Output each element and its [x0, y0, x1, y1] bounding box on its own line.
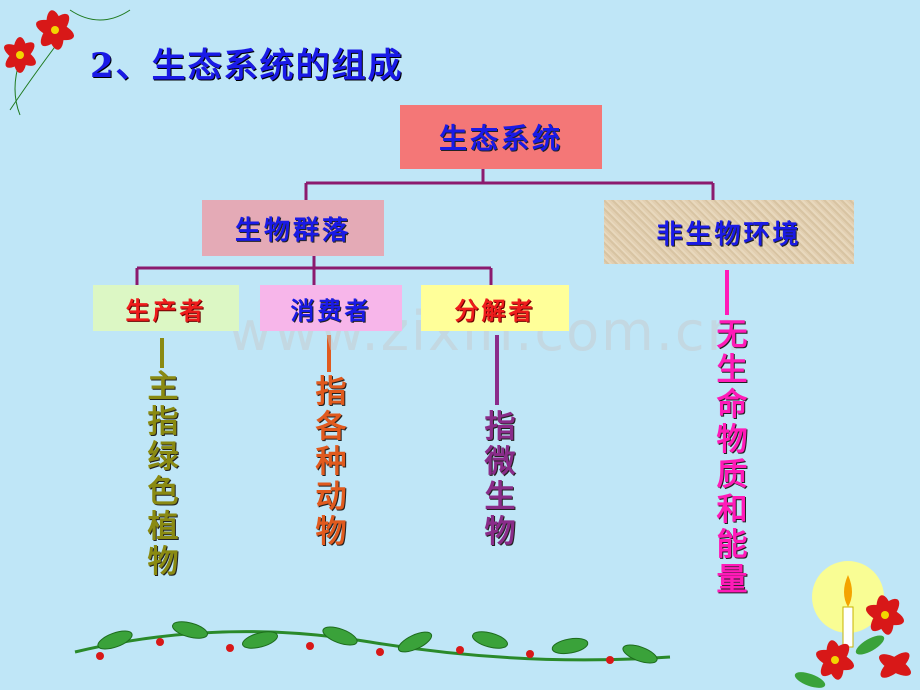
poinsettia-flower-icon [4, 9, 131, 116]
root-node: 生态系统 [400, 105, 602, 169]
decomposer-description: 指微生物 [484, 409, 516, 550]
holly-garland-icon [74, 621, 671, 664]
abiotic-node: 非生物环境 [604, 200, 854, 264]
community-node: 生物群落 [202, 200, 384, 256]
consumer-description: 指各种动物 [315, 374, 347, 550]
title-number: 2、 [90, 46, 152, 86]
decomposer-node: 分解者 [421, 285, 569, 331]
candle-icon [794, 561, 911, 688]
slide-title: 2、生态系统的组成 [90, 38, 404, 87]
producer-node: 生产者 [93, 285, 239, 331]
producer-description: 主指绿色植物 [147, 369, 179, 580]
title-text: 生态系统的组成 [151, 46, 404, 86]
abiotic-description: 无生命物质和能量 [716, 317, 748, 598]
consumer-node: 消费者 [260, 285, 402, 331]
